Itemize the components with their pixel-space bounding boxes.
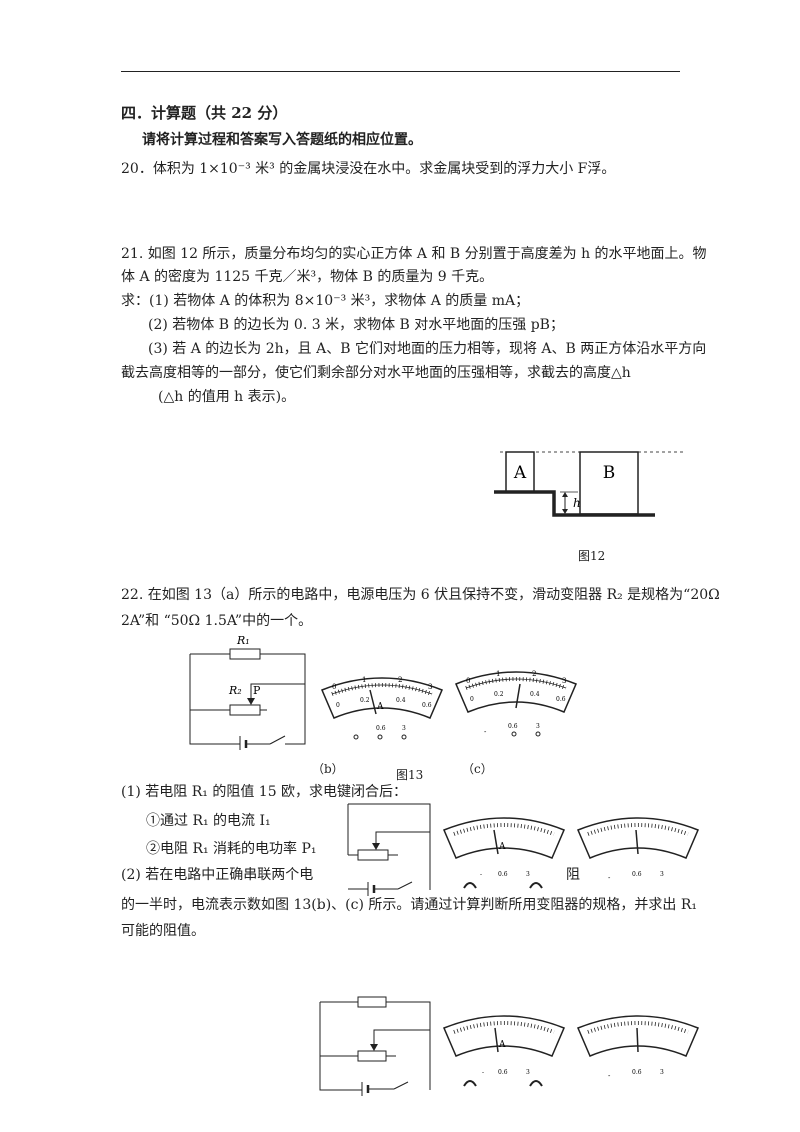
ammeter-b-unit: A	[376, 702, 384, 712]
q22-line-cont: 的一半时，电流表示数如图 13(b)、(c) 所示。请通过计算判断所用变阻器的规…	[121, 897, 697, 913]
block-b	[579, 451, 639, 515]
svg-text:0.6: 0.6	[376, 725, 386, 732]
circuit-bottom	[319, 996, 431, 1096]
svg-text:1: 1	[496, 670, 500, 678]
q22-line2: 2A”和 “50Ω 1.5A”中的一个。	[121, 613, 313, 629]
ammeter-overlay-middle-left: A - 0.6 3	[443, 817, 565, 889]
svg-text:-: -	[608, 1072, 611, 1080]
svg-text:A: A	[498, 842, 506, 852]
svg-text:0.4: 0.4	[530, 691, 540, 698]
q22-line-last: 可能的阻值。	[121, 923, 205, 939]
svg-text:0.6: 0.6	[632, 1069, 642, 1076]
ammeter-c-needle	[515, 683, 521, 709]
svg-text:0.6: 0.6	[632, 871, 642, 878]
svg-text:0.6: 0.6	[508, 723, 518, 730]
ammeter-overlay-middle-right: - 0.6 3	[577, 817, 699, 882]
svg-text:0: 0	[336, 702, 340, 709]
svg-text:0.6: 0.6	[556, 696, 566, 703]
circuit-overlay-middle	[347, 803, 431, 896]
label-c: （c）	[462, 762, 493, 776]
svg-text:A: A	[498, 1040, 506, 1050]
svg-text:0.6: 0.6	[498, 1069, 508, 1076]
q21-line3: 求：(1) 若物体 A 的体积为 8×10⁻³ 米³，求物体 A 的质量 mA；	[121, 293, 530, 309]
ammeter-b: 0 1 2 3 0 0.2 0.4 0.6 A 0.6 3	[321, 676, 443, 740]
q21-line1: 21. 如图 12 所示，质量分布均匀的实心正方体 A 和 B 分别置于高度差为…	[121, 246, 707, 262]
svg-text:0.6: 0.6	[422, 702, 432, 709]
figure-13-caption: 图13	[396, 768, 424, 782]
svg-text:1: 1	[362, 676, 366, 684]
top-rule	[121, 71, 680, 72]
svg-text:0.6: 0.6	[498, 871, 508, 878]
q21-line7: (△h 的值用 h 表示)。	[158, 389, 296, 405]
ammeter-bottom-left: A - 0.6 3	[443, 1015, 565, 1087]
svg-text:0.4: 0.4	[396, 697, 406, 704]
svg-text:3: 3	[660, 871, 664, 878]
q22-sub1: (1) 若电阻 R₁ 的阻值 15 欧，求电键闭合后：	[121, 784, 408, 800]
section-instruction: 请将计算过程和答案写入答题纸的相应位置。	[142, 132, 422, 148]
q21-line2: 体 A 的密度为 1125 千克／米³，物体 B 的质量为 9 千克。	[121, 269, 494, 285]
q22-sub1a: ①通过 R₁ 的电流 I₁	[146, 813, 271, 829]
svg-text:3: 3	[562, 677, 566, 685]
section-title: 四．计算题（共 22 分）	[121, 104, 288, 122]
label-b: （b）	[312, 762, 344, 776]
ammeter-bottom-right: - 0.6 3	[577, 1015, 699, 1080]
block-a	[505, 451, 535, 493]
q22-sub2-left: (2) 若在电路中正确串联两个电	[121, 867, 314, 883]
block-a-label: A	[513, 463, 527, 483]
svg-text:-: -	[484, 728, 487, 736]
svg-text:0.2: 0.2	[494, 691, 504, 698]
svg-text:3: 3	[660, 1069, 664, 1076]
block-b-label: B	[603, 463, 616, 483]
ammeter-b-needle	[369, 689, 377, 715]
svg-text:0: 0	[332, 683, 336, 691]
ammeter-c: 0 1 2 3 0 0.2 0.4 0.6 - 0.6 3	[455, 670, 577, 737]
q20-text: 20．体积为 1×10⁻³ 米³ 的金属块浸没在水中。求金属块受到的浮力大小 F…	[121, 161, 616, 177]
svg-text:-: -	[480, 871, 482, 878]
svg-text:0: 0	[470, 696, 474, 703]
figure-12: A B h	[494, 451, 685, 517]
h-label: h	[573, 496, 581, 510]
q21-line5: (3) 若 A 的边长为 2h，且 A、B 它们对地面的压力相等，现将 A、B …	[148, 341, 707, 357]
svg-text:2: 2	[532, 670, 536, 678]
svg-text:-: -	[482, 1069, 484, 1076]
svg-text:3: 3	[526, 871, 530, 878]
q22-sub1b: ②电阻 R₁ 消耗的电功率 P₁	[146, 841, 317, 857]
svg-text:3: 3	[402, 725, 406, 732]
r2-label: R₂	[228, 684, 242, 697]
circuit-figure-a: R₁ R₂ P	[189, 634, 306, 750]
svg-text:3: 3	[428, 683, 432, 691]
svg-text:0.2: 0.2	[360, 697, 370, 704]
q22-sub2-right: 阻	[566, 867, 580, 883]
svg-text:3: 3	[536, 723, 540, 730]
q22-line1: 22. 在如图 13（a）所示的电路中，电源电压为 6 伏且保持不变，滑动变阻器…	[121, 587, 720, 603]
svg-text:2: 2	[398, 676, 402, 684]
svg-text:3: 3	[526, 1069, 530, 1076]
r1-label: R₁	[236, 634, 250, 647]
p-label: P	[253, 684, 261, 697]
resistor-r1	[229, 648, 261, 660]
rheostat-r2	[229, 704, 261, 716]
svg-text:0: 0	[466, 677, 470, 685]
svg-text:-: -	[608, 874, 611, 882]
ground-step	[494, 490, 655, 517]
figure-12-caption: 图12	[578, 549, 606, 563]
q21-line6: 截去高度相等的一部分，使它们剩余部分对水平地面的压强相等，求截去的高度△h	[121, 365, 631, 381]
q21-line4: (2) 若物体 B 的边长为 0. 3 米，求物体 B 对水平地面的压强 pB；	[148, 317, 564, 333]
